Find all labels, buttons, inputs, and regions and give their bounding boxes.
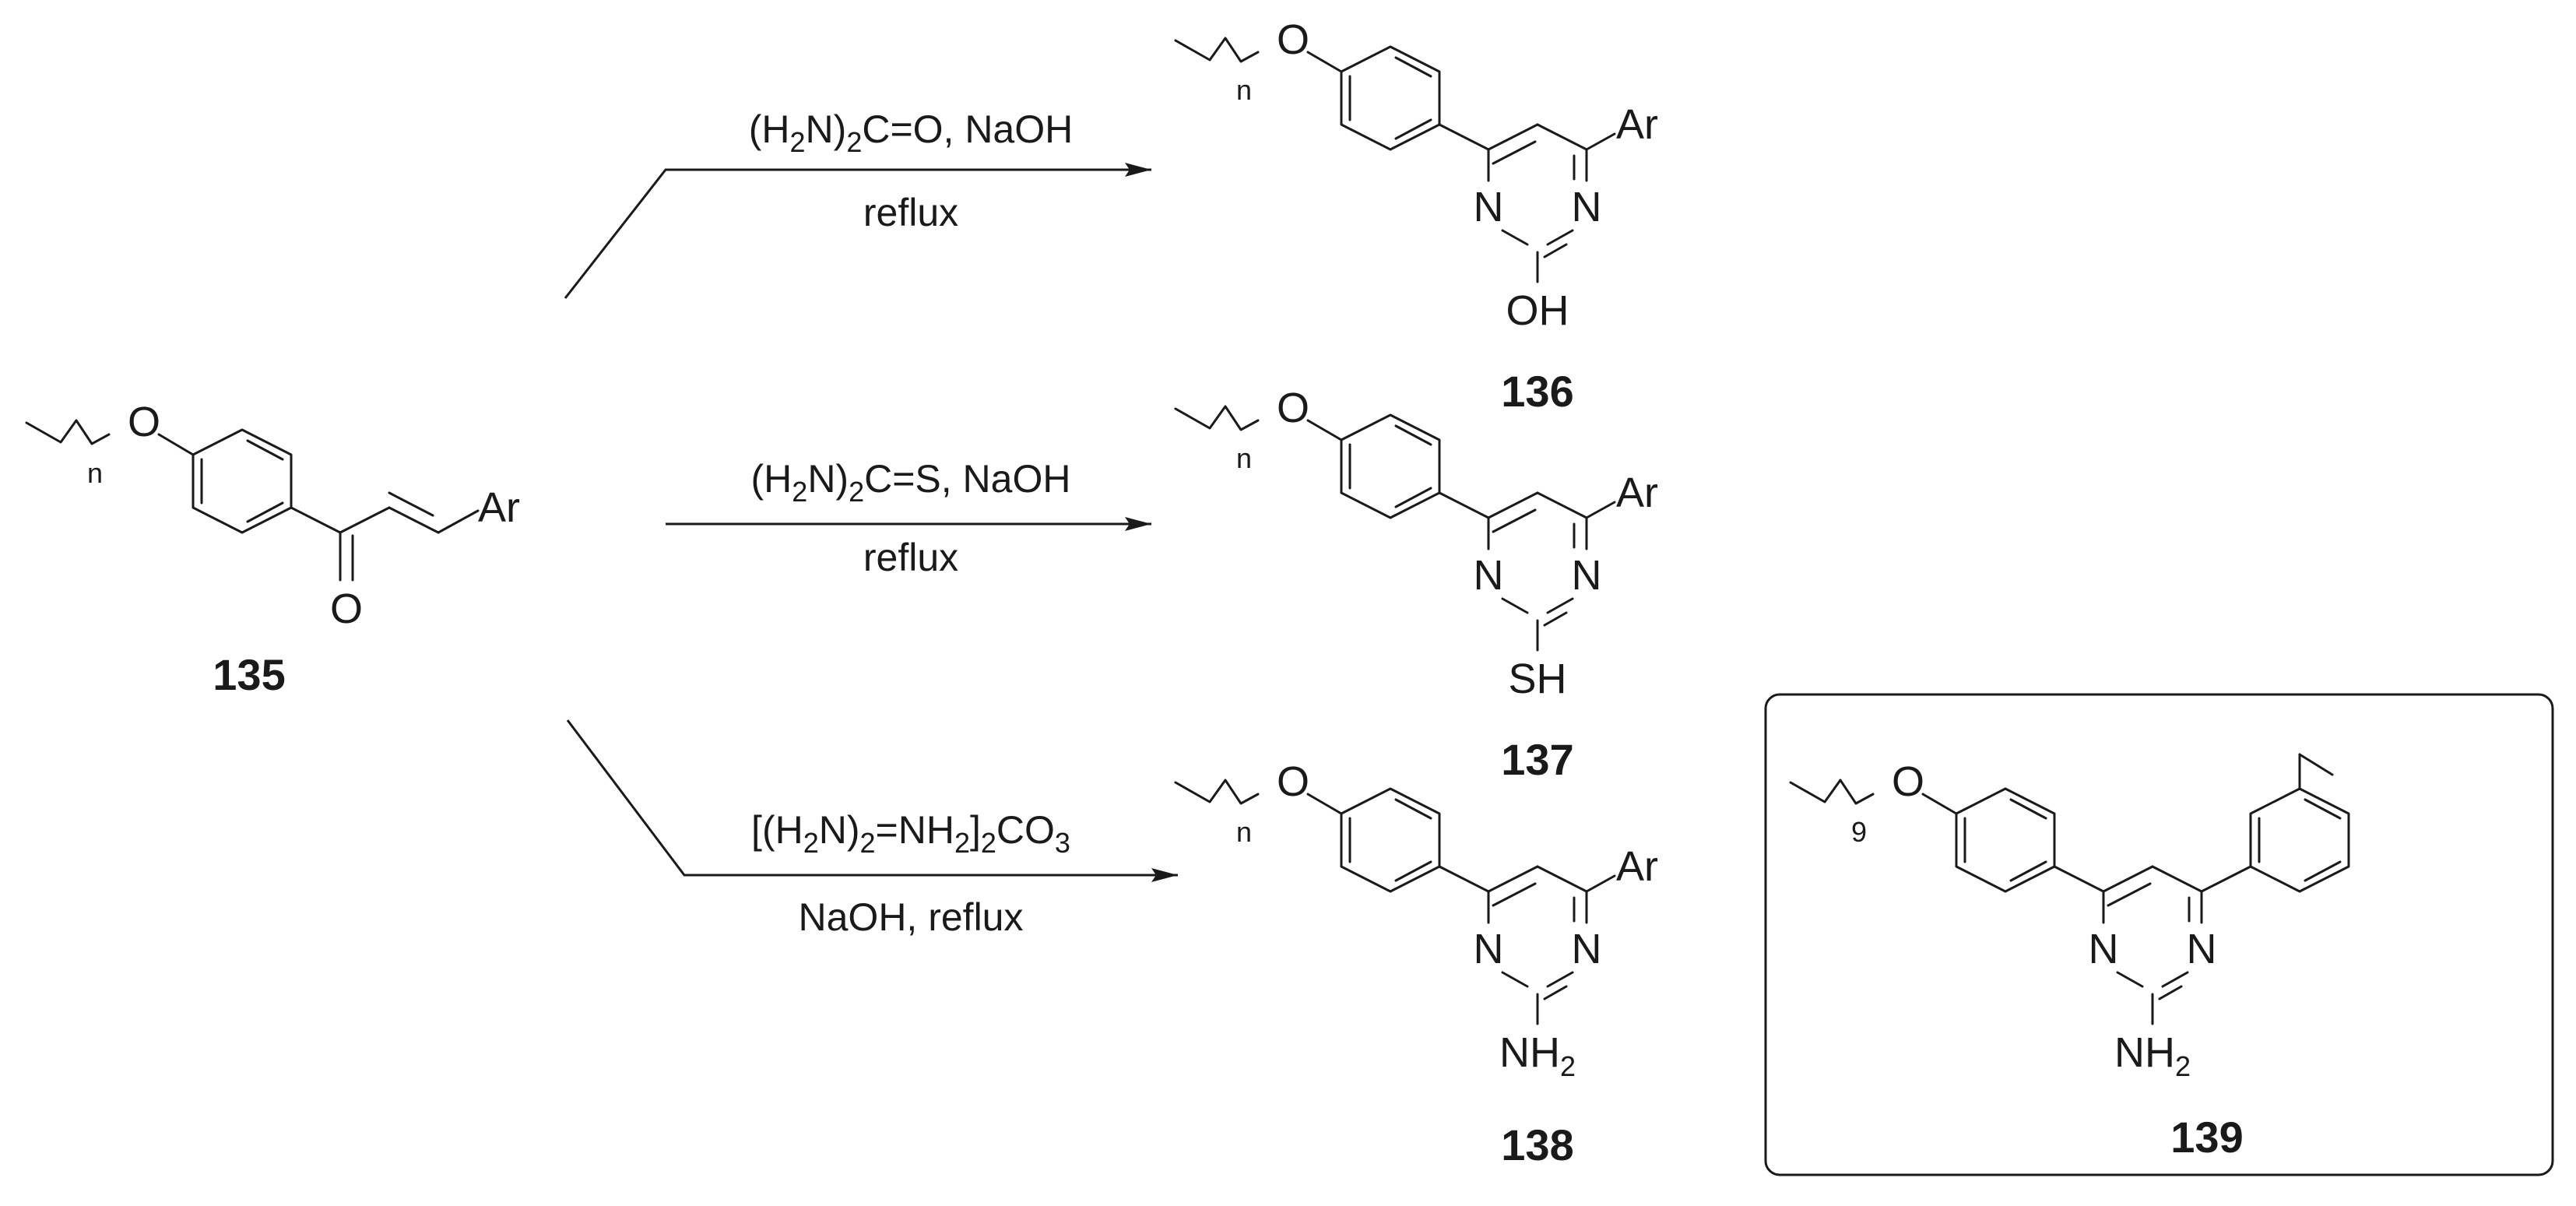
condition-subscript: 3 bbox=[1055, 827, 1070, 859]
aryl-label-138: Ar bbox=[1616, 843, 1658, 890]
pyrimidine-n1-139: N bbox=[2089, 926, 2119, 972]
compound-id-137: 137 bbox=[1501, 735, 1573, 784]
aryl-label-137: Ar bbox=[1616, 469, 1658, 516]
condition-text: =NH bbox=[876, 808, 954, 852]
compound-id-139: 139 bbox=[2170, 1113, 2243, 1162]
condition-text: C=S, NaOH bbox=[864, 457, 1070, 501]
amino-main-139: NH bbox=[2114, 1029, 2175, 1076]
aryl-label-135: Ar bbox=[478, 484, 520, 531]
pyrimidine-n3-139: N bbox=[2187, 926, 2217, 972]
reaction-arrow-137: (H2N)2C=S, NaOH reflux bbox=[666, 457, 1151, 579]
reaction-arrow-136: (H2N)2C=O, NaOH reflux bbox=[564, 107, 1151, 299]
thiol-group-137: SH bbox=[1508, 656, 1566, 702]
aryl-label-136: Ar bbox=[1616, 101, 1658, 148]
cond1-136: (H2N)2C=O, NaOH bbox=[749, 107, 1074, 158]
pyrimidine-n3-136: N bbox=[1572, 184, 1602, 230]
condition-text: N) bbox=[806, 107, 847, 151]
compound-id-138: 138 bbox=[1501, 1120, 1573, 1169]
compound-id-135: 135 bbox=[213, 650, 285, 699]
chain-subscript-136: n bbox=[1236, 74, 1252, 106]
cond2-138: NaOH, reflux bbox=[799, 895, 1024, 939]
compound-135: n O O Ar 135 bbox=[25, 399, 520, 699]
condition-text: (H bbox=[749, 107, 790, 151]
condition-subscript: 2 bbox=[860, 827, 876, 859]
pyrimidine-n1-138: N bbox=[1474, 926, 1504, 972]
ketone-oxygen-135: O bbox=[330, 585, 363, 632]
condition-subscript: 2 bbox=[803, 827, 819, 859]
cond2-137: reflux bbox=[863, 536, 958, 579]
compound-136: n O Ar N N OH 136 bbox=[1174, 16, 1658, 416]
ether-oxygen-136: O bbox=[1277, 16, 1309, 63]
ether-oxygen-135: O bbox=[128, 399, 160, 445]
chain-subscript-137: n bbox=[1236, 442, 1252, 474]
ether-oxygen-139: O bbox=[1892, 758, 1924, 805]
condition-subscript: 2 bbox=[849, 476, 864, 508]
amino-subscript-138: 2 bbox=[1560, 1050, 1576, 1082]
condition-text: CO bbox=[996, 808, 1055, 852]
amino-main-138: NH bbox=[1499, 1029, 1560, 1076]
cond1-138: [(H2N)2=NH2]2CO3 bbox=[751, 808, 1070, 859]
condition-text: [(H bbox=[751, 808, 803, 852]
cond1-137: (H2N)2C=S, NaOH bbox=[751, 457, 1071, 508]
reaction-reflux-138: NaOH, reflux bbox=[799, 895, 1024, 939]
condition-subscript: 2 bbox=[790, 126, 806, 158]
compound-137: n O Ar N N SH 137 bbox=[1174, 385, 1658, 784]
condition-text: N) bbox=[819, 808, 860, 852]
amino-subscript-139: 2 bbox=[2175, 1050, 2191, 1082]
reaction-conditions-137: (H2N)2C=S, NaOH bbox=[751, 457, 1071, 508]
amino-group-138: NH2 bbox=[1499, 1029, 1576, 1082]
cond2-136: reflux bbox=[863, 191, 958, 234]
amino-group-139: NH2 bbox=[2114, 1029, 2191, 1082]
condition-text: C=O, NaOH bbox=[862, 107, 1073, 151]
condition-subscript: 2 bbox=[954, 827, 970, 859]
condition-text: reflux bbox=[863, 536, 958, 579]
highlight-box-139 bbox=[1764, 693, 2554, 1176]
pyrimidine-n1-137: N bbox=[1474, 552, 1504, 599]
hydroxy-group-136: OH bbox=[1506, 287, 1569, 334]
condition-text: reflux bbox=[863, 191, 958, 234]
condition-text: (H bbox=[751, 457, 792, 501]
condition-text: NaOH, reflux bbox=[799, 895, 1024, 939]
ether-oxygen-138: O bbox=[1277, 758, 1309, 805]
reaction-reflux-136: reflux bbox=[863, 191, 958, 234]
compound-138: n O Ar N N NH2 138 bbox=[1174, 758, 1658, 1169]
condition-subscript: 2 bbox=[981, 827, 996, 859]
condition-text: ] bbox=[970, 808, 981, 852]
chain-subscript-135: n bbox=[87, 457, 103, 489]
reaction-reflux-137: reflux bbox=[863, 536, 958, 579]
pyrimidine-n1-136: N bbox=[1474, 184, 1504, 230]
reaction-conditions-138: [(H2N)2=NH2]2CO3 bbox=[751, 808, 1070, 859]
reaction-arrow-138: [(H2N)2=NH2]2CO3 NaOH, reflux bbox=[566, 719, 1178, 939]
reaction-conditions-136: (H2N)2C=O, NaOH bbox=[749, 107, 1074, 158]
pyrimidine-n3-137: N bbox=[1572, 552, 1602, 599]
condition-subscript: 2 bbox=[846, 126, 862, 158]
chain-subscript-139: 9 bbox=[1851, 816, 1867, 848]
chain-subscript-138: n bbox=[1236, 816, 1252, 848]
compound-id-136: 136 bbox=[1501, 367, 1573, 416]
ether-oxygen-137: O bbox=[1277, 385, 1309, 431]
condition-text: N) bbox=[807, 457, 849, 501]
condition-subscript: 2 bbox=[792, 476, 807, 508]
pyrimidine-n3-138: N bbox=[1572, 926, 1602, 972]
compound-139: 9 O N N NH2 bbox=[1789, 753, 2350, 1162]
